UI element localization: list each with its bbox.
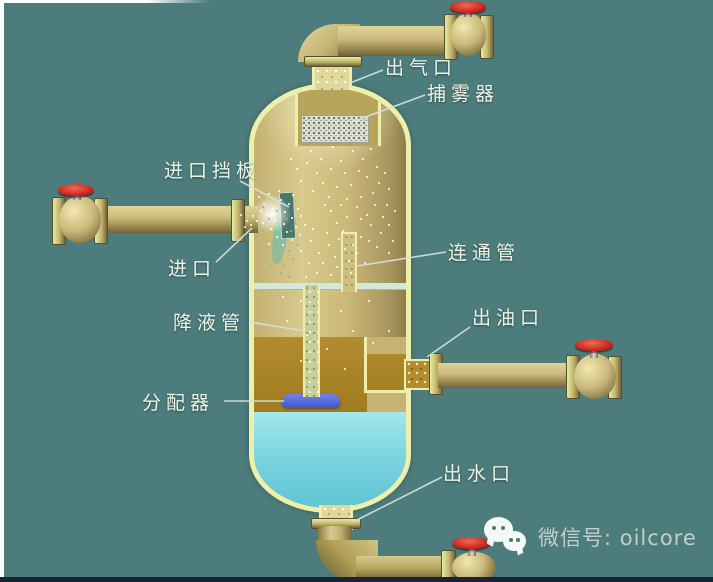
oil-valve-stem (590, 347, 598, 358)
label-gas-outlet: 出气口 (385, 57, 458, 79)
gas-valve-handwheel (450, 1, 486, 13)
label-water-outlet: 出水口 (443, 463, 516, 485)
wechat-icon (484, 515, 532, 559)
water-valve-stem (468, 547, 476, 556)
gas-outlet-pipe (338, 26, 448, 56)
left-border (0, 0, 4, 582)
label-oil-outlet: 出油口 (472, 307, 545, 329)
inlet-spray-foam (254, 196, 290, 232)
watermark: 微信号: oilcore (484, 515, 697, 559)
bottom-bar (0, 577, 713, 582)
label-inlet-baffle: 进口挡板 (164, 160, 261, 182)
label-connecting-pipe: 连通管 (448, 242, 521, 264)
label-distributor: 分配器 (142, 392, 215, 414)
connecting-pipe-tube (341, 232, 357, 292)
wechat-bubble-small (503, 531, 526, 551)
label-downcomer: 降液管 (173, 312, 246, 334)
top-border (0, 0, 210, 3)
downcomer-tube (303, 285, 320, 397)
oil-outlet-pipe (438, 363, 570, 388)
label-mist-catcher: 捕雾器 (427, 83, 500, 105)
water-layer (254, 412, 406, 508)
collection-tray (254, 283, 406, 289)
vessel-interior (254, 88, 406, 508)
label-inlet: 进口 (168, 258, 217, 280)
gas-nozzle-flange (304, 56, 362, 67)
oil-valve-body (574, 354, 616, 399)
inlet-valve-handwheel (58, 184, 94, 196)
inlet-flange (231, 199, 245, 242)
wechat-id-text: 微信号: oilcore (538, 526, 697, 550)
mist-catcher-mesh (301, 115, 369, 143)
oil-valve-handwheel (575, 339, 613, 351)
inlet-valve-body (59, 196, 101, 243)
gas-valve-body (451, 13, 486, 56)
separator-vessel (249, 83, 411, 513)
distributor-cap (282, 394, 340, 408)
oil-weir-notch-top (367, 337, 406, 354)
water-valve-handwheel (452, 537, 490, 549)
oil-weir-wall (364, 337, 367, 393)
oil-weir-notch-bottom (367, 390, 406, 415)
